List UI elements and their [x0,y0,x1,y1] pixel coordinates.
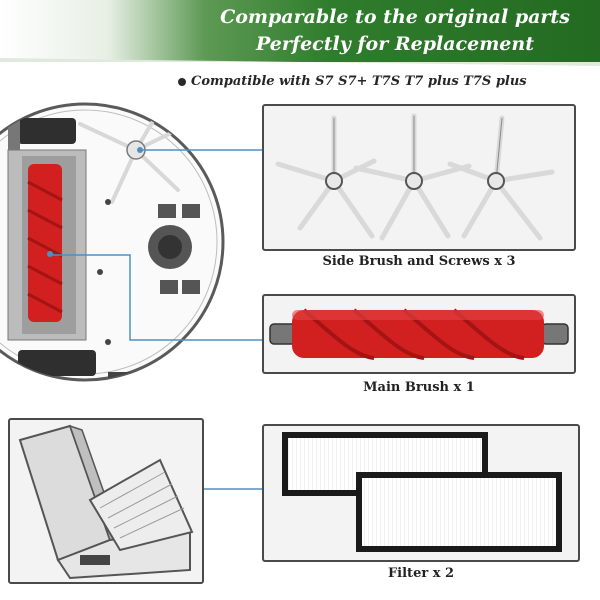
compatibility-text: Compatible with S7 S7+ T7S T7 plus T7S p… [178,74,527,89]
robot-vacuum-underside-image [0,102,225,382]
compatibility-label: Compatible with S7 S7+ T7S T7 plus T7S p… [191,74,527,89]
dustbin-icon [18,424,194,580]
main-brush-caption: Main Brush x 1 [363,380,475,395]
filter-icon [282,432,562,552]
banner-line-2: Perfectly for Replacement [256,33,534,55]
dustbin-panel [8,418,204,584]
banner-line-1: Comparable to the original parts [220,6,570,28]
banner-title: Comparable to the original parts Perfect… [190,4,600,58]
main-brush-panel [262,294,576,374]
filter-panel [262,424,580,562]
bullet-dot-icon [178,77,186,86]
side-brush-caption: Side Brush and Screws x 3 [322,254,516,269]
filter-caption: Filter x 2 [387,566,455,581]
main-brush-icon [269,308,569,360]
header-banner [0,0,600,66]
side-brush-icon [275,113,555,241]
side-brush-panel [262,104,576,251]
